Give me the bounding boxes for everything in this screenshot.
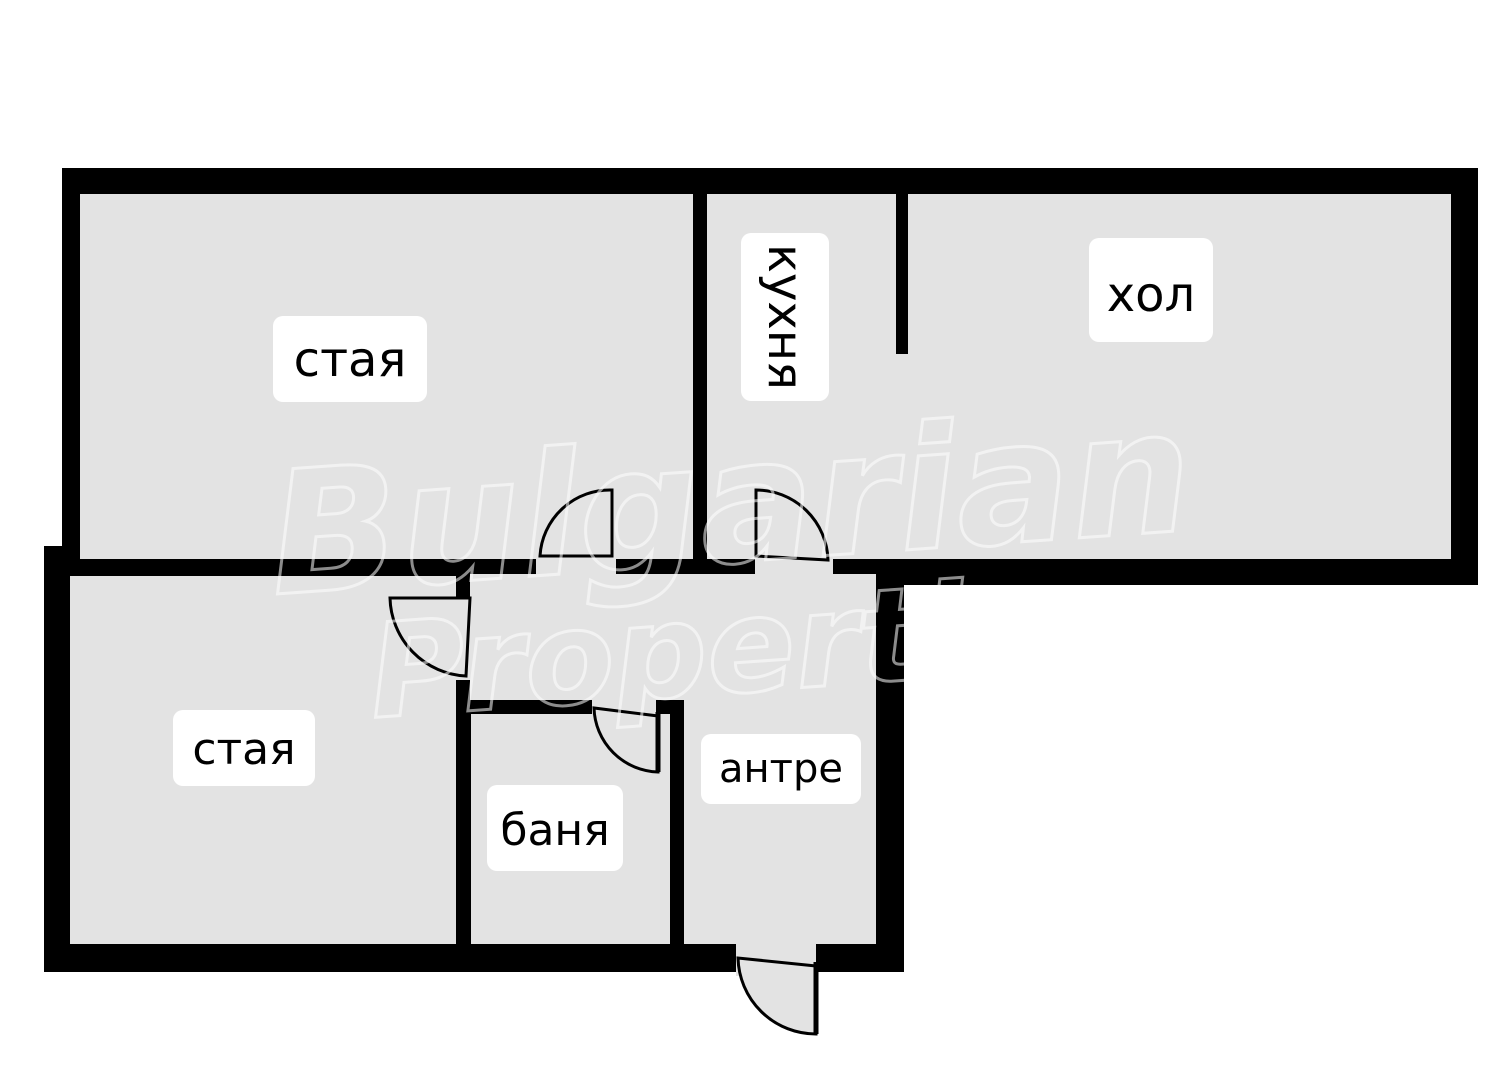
label-bathroom: баня — [487, 785, 623, 871]
label-room-2-text: стая — [192, 724, 295, 775]
watermark: Bulgarian Properties — [262, 372, 1200, 750]
door-room-2 — [388, 596, 472, 678]
wall-thin-left — [66, 190, 70, 560]
label-room-2-bg — [173, 710, 315, 786]
label-room-1: стая — [273, 316, 427, 402]
label-kitchen-bg — [741, 233, 829, 401]
label-kitchen: кухня — [741, 233, 829, 401]
label-bathroom-bg — [487, 785, 623, 871]
label-kitchen-text: кухня — [757, 244, 813, 390]
label-hall-bg — [1089, 238, 1213, 342]
label-room-1-bg — [273, 316, 427, 402]
door-leaves — [655, 712, 819, 1034]
door-bathroom — [592, 706, 660, 774]
floor-kitchen-hall — [707, 194, 1451, 559]
room-labels: стая кухня хол стая баня антре — [173, 233, 1213, 871]
wall-kitchen-hall-partition — [896, 194, 908, 354]
door-front — [736, 956, 818, 1036]
label-hall-text: хол — [1107, 267, 1195, 323]
door-kitchen — [754, 488, 830, 562]
label-room-1-text: стая — [294, 332, 407, 388]
opening-kitchen-door — [755, 556, 833, 578]
opening-room-1-door — [536, 556, 616, 578]
label-hall: хол — [1089, 238, 1213, 342]
label-room-2: стая — [173, 710, 315, 786]
doors — [388, 488, 830, 1036]
label-entrance-text: антре — [719, 746, 843, 792]
label-bathroom-text: баня — [500, 805, 609, 856]
door-room-1 — [538, 488, 614, 558]
label-entrance-bg — [701, 734, 861, 804]
label-entrance: антре — [701, 734, 861, 804]
